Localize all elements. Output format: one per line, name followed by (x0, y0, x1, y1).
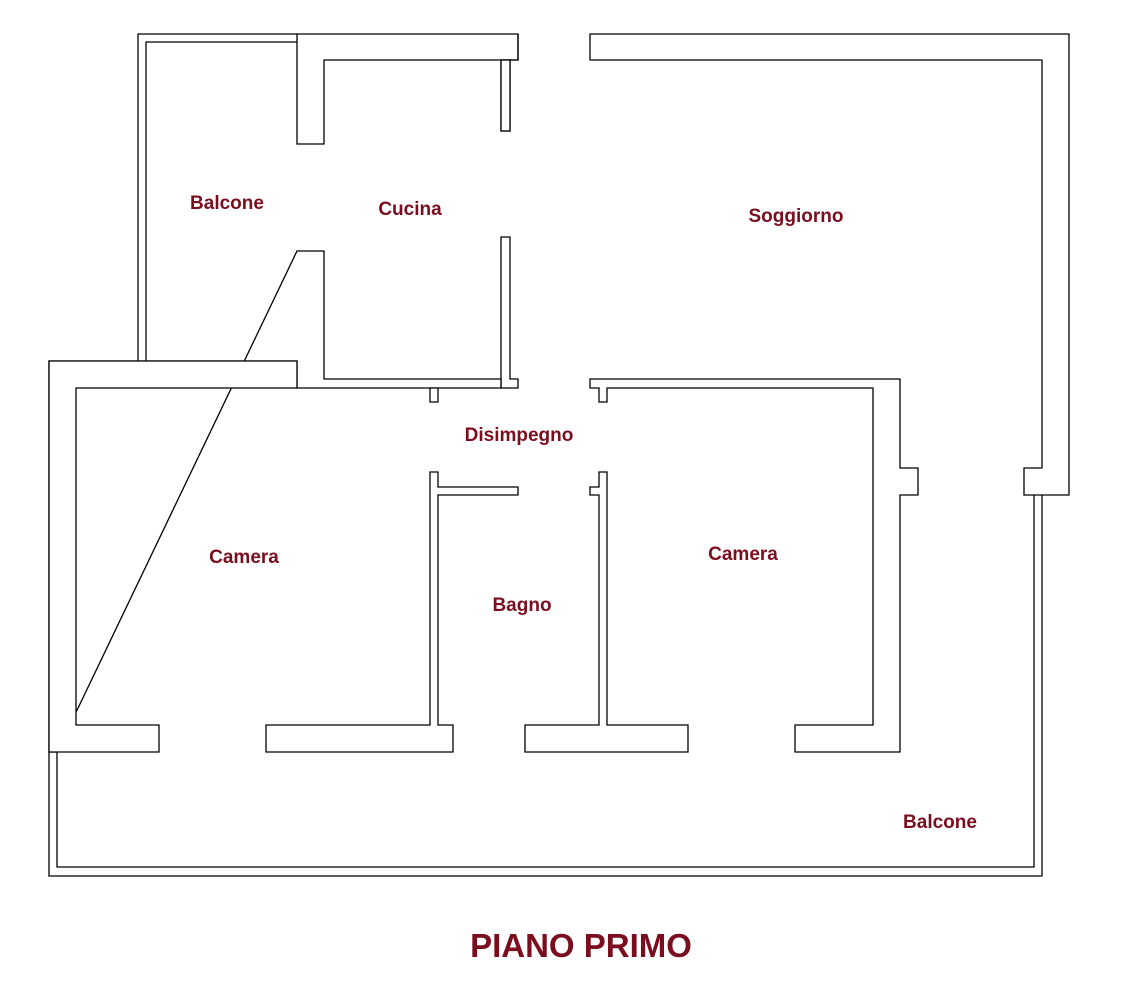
wall-camera-left-outer (48, 360, 298, 753)
balcony-left-rail-inner (145, 41, 297, 361)
label-soggiorno: Soggiorno (749, 206, 844, 227)
balcony-bottom-rail-inner (56, 495, 1035, 868)
label-disimpegno: Disimpegno (465, 425, 574, 446)
wall-kitchen-right-jamb-top (500, 59, 511, 132)
wall-bagno-left (265, 471, 519, 753)
room-labels: Balcone Cucina Soggiorno Disimpegno Came… (190, 193, 977, 833)
label-bagno: Bagno (492, 595, 551, 616)
balcony-left-rail (137, 33, 297, 361)
wall-camera-right-top (589, 378, 919, 753)
label-balcone-left: Balcone (190, 193, 264, 214)
walls (48, 33, 1070, 877)
wall-soggiorno-outer (589, 33, 1070, 496)
label-balcone-bottom: Balcone (903, 812, 977, 833)
label-camera-right: Camera (708, 544, 778, 565)
wall-stub-left-top (429, 387, 439, 403)
plan-title: PIANO PRIMO (470, 927, 692, 964)
wall-kitchen-top (296, 33, 519, 145)
wall-bagno-right (524, 471, 689, 753)
wall-kitchen-right-lower (500, 236, 519, 389)
balcony-bottom-rail-outer (48, 495, 1043, 877)
label-cucina: Cucina (378, 199, 442, 220)
label-camera-left: Camera (209, 547, 279, 568)
